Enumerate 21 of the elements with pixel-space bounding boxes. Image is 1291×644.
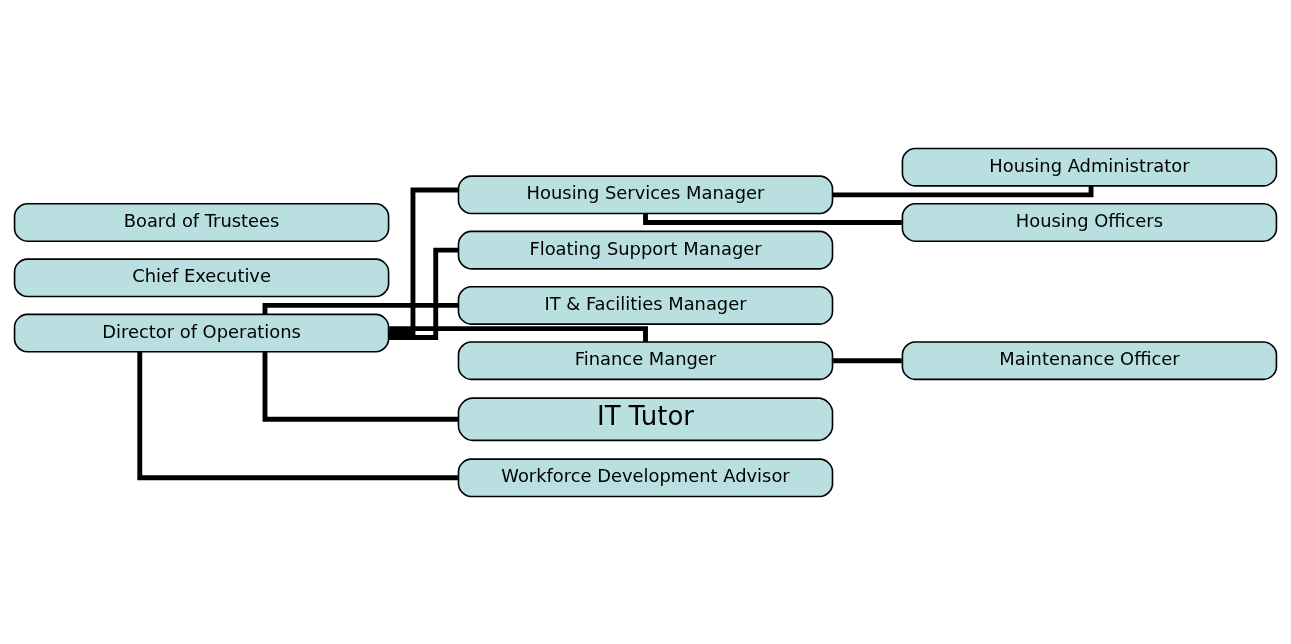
node-box: IT Tutor (457, 396, 834, 441)
node-box: Chief Executive (13, 257, 390, 297)
node-box: Housing Services Manager (457, 174, 834, 214)
connector (262, 351, 458, 422)
connector (832, 185, 1094, 197)
connector (262, 302, 458, 314)
connector (389, 325, 648, 342)
connector (137, 351, 458, 480)
connector (388, 247, 459, 340)
connector (833, 357, 902, 363)
node-box: Director of Operations (13, 313, 390, 353)
node-box: Maintenance Officer (901, 340, 1278, 380)
node-box: Board of Trustees (13, 202, 390, 242)
connector (388, 187, 459, 335)
connector (643, 213, 902, 225)
node-box: Floating Support Manager (457, 230, 834, 270)
node-box: IT & Facilities Manager (457, 285, 834, 325)
node-box: Workforce Development Advisor (457, 457, 834, 497)
node-box: Housing Administrator (901, 147, 1278, 187)
node-box: Finance Manger (457, 340, 834, 380)
node-box: Housing Officers (901, 202, 1278, 242)
